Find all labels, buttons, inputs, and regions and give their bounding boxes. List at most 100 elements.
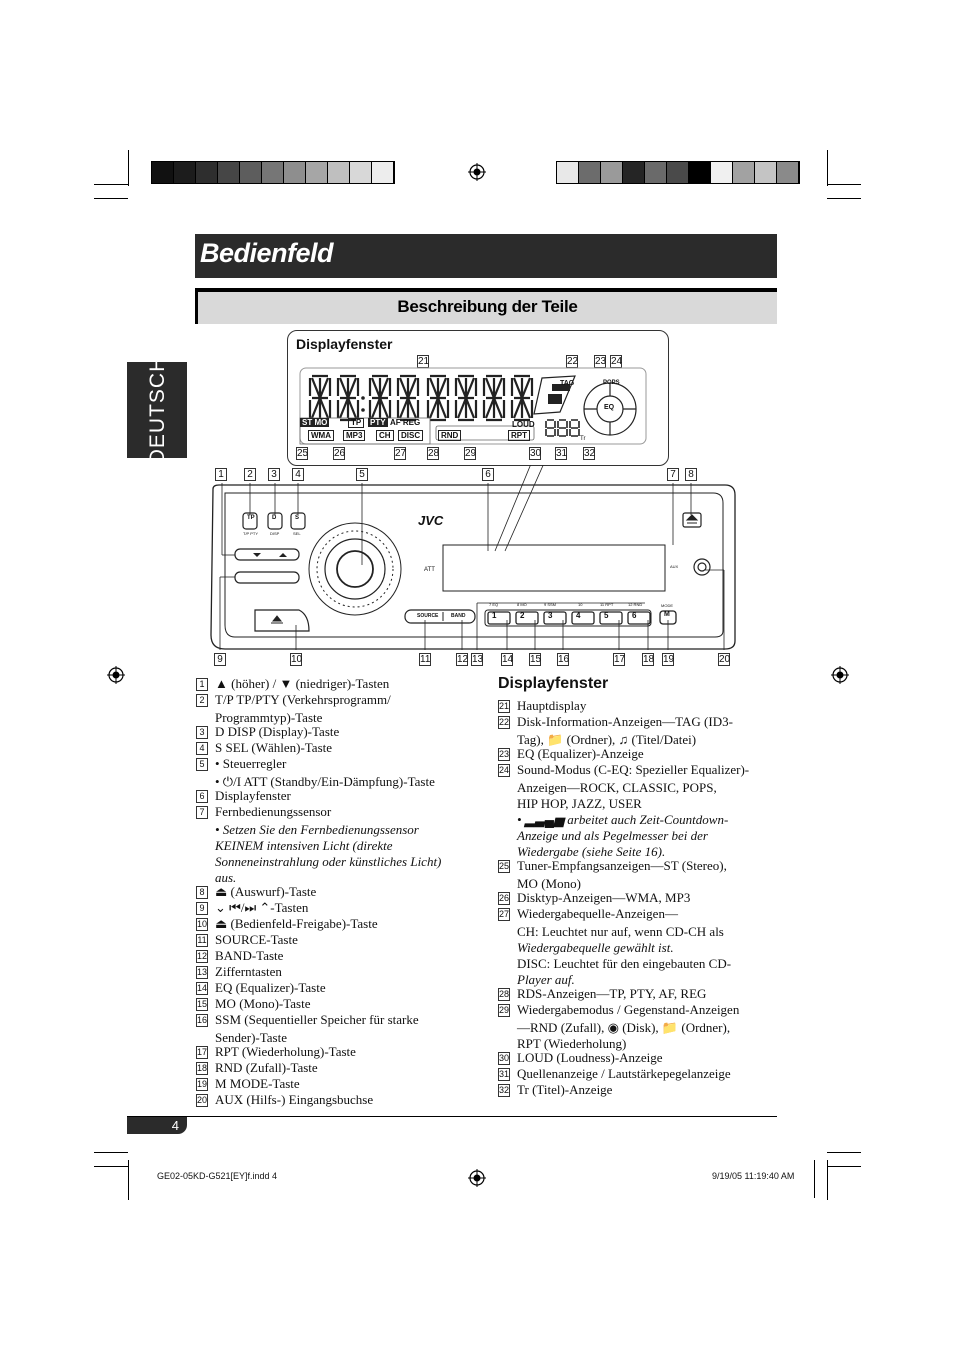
preset-label-12: 12 RND: [628, 602, 643, 607]
item-number: 8: [196, 886, 208, 899]
list-item: Sonneneinstrahlung oder künstliches Lich…: [196, 852, 441, 870]
tp-button[interactable]: TP: [247, 515, 255, 521]
item-text: Zifferntasten: [215, 964, 282, 979]
item-text: Displayfenster: [215, 788, 291, 803]
lcd-pops: POPS: [603, 380, 620, 386]
disp-button[interactable]: D: [272, 515, 277, 521]
lcd-tp: TP: [348, 418, 365, 428]
date-slug: 9/19/05 11:19:40 AM: [712, 1171, 795, 1181]
sel-button[interactable]: S: [295, 515, 300, 521]
lcd-mp3: MP3: [343, 430, 366, 441]
preset-button-5[interactable]: 5: [604, 611, 609, 620]
list-item: Wiedergabe (siehe Seite 16).: [498, 842, 665, 860]
callout-11: 11: [419, 653, 431, 666]
callout-25: 25: [296, 447, 309, 460]
callout-18: 18: [642, 653, 655, 666]
preset-button-3[interactable]: 3: [548, 611, 553, 620]
preset-label-11: 11 RPT: [600, 602, 614, 607]
disp-button-label: DISP: [270, 531, 280, 536]
item-text: DISC: Leuchtet für den eingebauten CD-: [517, 956, 732, 971]
registration-mark-icon: [468, 1169, 486, 1187]
item-text: D DISP (Display)-Taste: [215, 724, 340, 739]
item-text: RND (Zufall)-Taste: [215, 1060, 318, 1075]
preset-button-1[interactable]: 1: [492, 611, 497, 620]
item-text: ⌄ ⏮/⏭ ⌃-Tasten: [215, 900, 309, 915]
language-label: DEUTSCH: [146, 355, 169, 465]
tp-button-label: T/P PTY: [243, 531, 259, 536]
item-text: T/P TP/PTY (Verkehrsprogramm/: [215, 692, 391, 707]
item-number: 10: [196, 918, 208, 931]
page-title: Bedienfeld: [200, 238, 334, 268]
callout-16: 16: [557, 653, 570, 666]
item-text: Tag), 📁 (Ordner), ♫ (Titel/Datei): [517, 732, 697, 747]
jvc-logo: JVC: [418, 513, 444, 528]
item-text: • Setzen Sie den Fernbedienungssensor: [215, 822, 419, 837]
list-item: • Setzen Sie den Fernbedienungssensor: [196, 820, 419, 838]
preset-label-8: 8 MO: [517, 602, 527, 607]
item-text: Sonneneinstrahlung oder künstliches Lich…: [215, 854, 442, 869]
band-button[interactable]: BAND: [451, 613, 466, 619]
lcd-disc: DISC: [398, 430, 424, 441]
list-item: Programmtyp)-Taste: [196, 708, 322, 726]
list-item: 9⌄ ⏮/⏭ ⌃-Tasten: [196, 900, 308, 916]
registration-mark-icon: [831, 666, 849, 684]
item-number: 14: [196, 982, 208, 995]
page-number: 4: [127, 1117, 187, 1134]
item-number: 1: [196, 678, 208, 691]
list-item: HIP HOP, JAZZ, USER: [498, 794, 642, 812]
item-text: KEINEM intensiven Licht (direkte: [215, 838, 393, 853]
list-item: aus.: [196, 868, 236, 886]
grayscale-bar-left: [151, 161, 395, 184]
callout-5: 5: [356, 468, 368, 481]
item-text: Fernbedienungssensor: [215, 804, 332, 819]
preset-button-4[interactable]: 4: [576, 611, 581, 620]
item-number: 4: [196, 742, 208, 755]
preset-button-2[interactable]: 2: [520, 611, 525, 620]
item-text: • ⏻/I ATT (Standby/Ein-Dämpfung)-Taste: [215, 774, 435, 789]
callout-27: 27: [394, 447, 407, 460]
item-text: Programmtyp)-Taste: [215, 710, 323, 725]
crop-mark: [94, 184, 128, 185]
subtitle-bar: Beschreibung der Teile: [195, 288, 777, 324]
list-item: MO (Mono): [498, 874, 581, 892]
control-panel-illustration: [210, 465, 736, 650]
crop-mark: [827, 150, 828, 186]
crop-mark: [128, 150, 129, 186]
item-number: 11: [196, 934, 208, 947]
mode-button[interactable]: M: [664, 611, 670, 618]
item-number: 26: [498, 892, 510, 905]
file-slug: GE02-05KD-G521[EY]f.indd 4: [157, 1171, 278, 1181]
item-text: MO (Mono): [517, 876, 581, 891]
preset-button-6[interactable]: 6: [632, 611, 637, 620]
display-section-heading: Displayfenster: [498, 675, 609, 692]
source-button[interactable]: SOURCE: [417, 613, 439, 619]
item-text: RPT (Wiederholung): [517, 1036, 627, 1051]
callout-13: 13: [471, 653, 484, 666]
aux-label: AUX: [670, 564, 679, 569]
item-text: EQ (Equalizer)-Taste: [215, 980, 326, 995]
list-item: 14 EQ (Equalizer)-Taste: [196, 980, 326, 996]
crop-mark: [827, 1166, 861, 1167]
list-item: 5• Steuerregler: [196, 756, 286, 772]
list-item: Player auf.: [498, 970, 575, 988]
item-text: EQ (Equalizer)-Anzeige: [517, 746, 644, 761]
item-text: SSM (Sequentieller Speicher für starke: [215, 1012, 419, 1027]
item-number: 13: [196, 966, 208, 979]
lcd-digits: [308, 374, 534, 422]
item-number: 24: [498, 764, 510, 777]
lcd-pty: PTY: [368, 418, 388, 427]
item-number: 12: [196, 950, 208, 963]
